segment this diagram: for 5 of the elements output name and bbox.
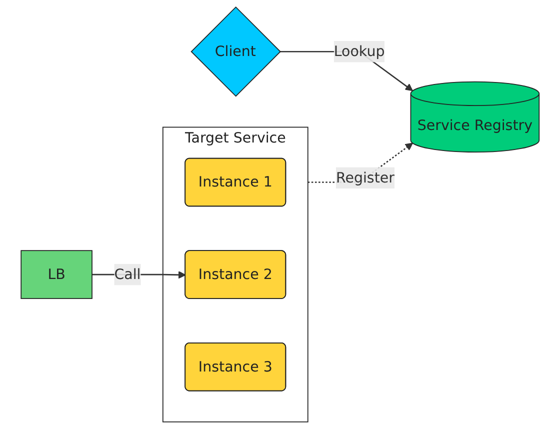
edge-label: Register: [336, 169, 394, 186]
node-diamond: Client: [190, 6, 281, 97]
edge-label: Lookup: [334, 42, 385, 60]
node-box: LB: [20, 250, 92, 299]
edge-label: Call: [114, 266, 141, 283]
